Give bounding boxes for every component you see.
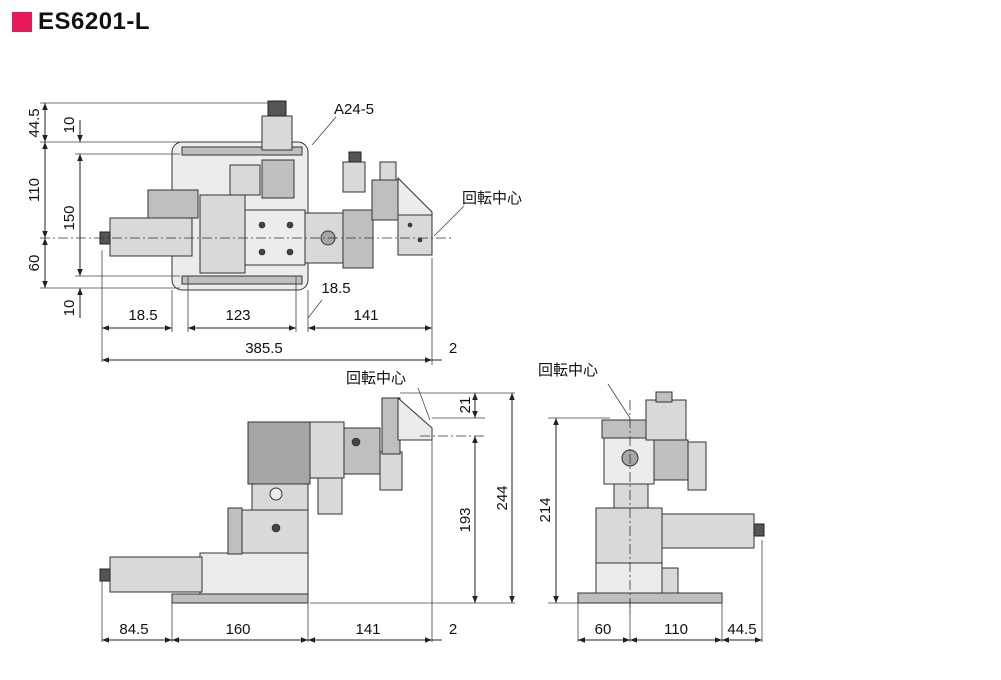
leader-line xyxy=(417,387,431,421)
callout-rotation-center-side: 回転中心 xyxy=(538,362,598,379)
front-upper-dial xyxy=(269,487,283,501)
top-micrometer-body xyxy=(261,115,293,151)
side-goniometer xyxy=(645,399,687,441)
top-stage-hole xyxy=(258,221,266,229)
dim-21: 21 xyxy=(457,397,474,414)
dim-44-5: 44.5 xyxy=(26,108,43,137)
dim-60: 60 xyxy=(26,255,43,272)
top-view: 44.5 10 110 150 60 10 18.5 123 18.5 141 … xyxy=(26,100,522,365)
top-arm-knob-housing xyxy=(379,161,397,181)
side-view: 214 60 110 44.5 回転中心 xyxy=(537,362,765,643)
front-mid-side xyxy=(227,507,243,555)
top-small-actuator xyxy=(342,161,366,193)
top-plate-slot-bottom xyxy=(181,275,303,285)
dim-60-side: 60 xyxy=(595,621,612,638)
top-stage-bracket xyxy=(229,164,261,196)
dim-84-5: 84.5 xyxy=(119,621,148,638)
leader-line xyxy=(311,116,337,146)
top-end-plate xyxy=(397,214,433,256)
top-motor-box xyxy=(147,189,199,219)
top-end-hole xyxy=(417,237,423,243)
side-actuator xyxy=(653,439,689,481)
dim-2: 2 xyxy=(449,340,457,357)
model-number: ES6201-L xyxy=(38,8,151,35)
diagram-title: ES6201-L xyxy=(12,8,150,36)
front-lower-actuator xyxy=(317,477,343,515)
dim-18-5-left: 18.5 xyxy=(128,307,157,324)
side-lower-stage xyxy=(595,562,663,594)
front-motor-knob xyxy=(99,568,111,582)
dim-110-side: 110 xyxy=(664,621,688,638)
dim-141-front: 141 xyxy=(355,621,380,638)
dim-214: 214 xyxy=(537,497,554,522)
top-stage-hole xyxy=(286,221,294,229)
side-lower-block xyxy=(613,483,649,509)
callout-rotation-center-front: 回転中心 xyxy=(346,370,406,387)
front-rotation-housing xyxy=(309,421,345,479)
front-side-actuator xyxy=(379,451,403,491)
top-end-hole xyxy=(407,222,413,228)
leader-line xyxy=(307,299,323,319)
front-motor-housing xyxy=(109,556,203,593)
dim-160: 160 xyxy=(225,621,250,638)
leader-line xyxy=(607,383,631,419)
front-mid-hole xyxy=(271,523,281,533)
front-goniometer-hole xyxy=(351,437,361,447)
side-motor-housing xyxy=(661,513,755,549)
dim-385-5: 385.5 xyxy=(245,340,283,357)
dim-141: 141 xyxy=(353,307,378,324)
top-small-actuator-knob xyxy=(348,151,362,163)
front-view: 21 193 244 84.5 160 141 2 回転中心 xyxy=(99,370,515,643)
callout-a24-5: A24-5 xyxy=(334,101,374,118)
side-lower-side xyxy=(661,567,679,594)
top-stage-center xyxy=(244,209,306,266)
callout-rotation-center-top: 回転中心 xyxy=(462,190,522,207)
leader-line xyxy=(433,205,465,237)
dim-244: 244 xyxy=(494,485,511,510)
top-stage-upper-block xyxy=(261,159,295,199)
top-stage-hole xyxy=(258,248,266,256)
front-vertical-motor xyxy=(247,421,311,485)
side-goniometer-top xyxy=(655,391,673,403)
top-plate-slot-top xyxy=(181,146,303,156)
dim-10-top: 10 xyxy=(61,117,78,134)
title-marker xyxy=(12,12,32,32)
top-stage-hole xyxy=(286,248,294,256)
front-arm-post xyxy=(381,397,401,455)
front-angle-bracket xyxy=(397,396,433,441)
side-mid-stage xyxy=(595,507,663,564)
dim-18-5-right: 18.5 xyxy=(321,280,350,297)
dim-193: 193 xyxy=(457,507,474,532)
top-motor-housing xyxy=(109,217,193,257)
top-micrometer-knob xyxy=(267,100,287,117)
front-goniometer xyxy=(343,427,381,475)
dim-2-front: 2 xyxy=(449,621,457,638)
top-arm-block xyxy=(371,179,401,221)
front-base-plate xyxy=(171,593,309,604)
top-goniometer-block xyxy=(342,209,374,269)
front-lower-stage xyxy=(199,552,309,595)
dim-44-5-side: 44.5 xyxy=(727,621,756,638)
side-base-plate xyxy=(577,592,723,604)
dim-10-bottom: 10 xyxy=(61,300,78,317)
top-stage-left xyxy=(199,194,246,274)
side-motor-knob xyxy=(753,523,765,537)
dim-123: 123 xyxy=(225,307,250,324)
dim-110: 110 xyxy=(26,178,43,202)
dim-150: 150 xyxy=(61,205,78,230)
side-actuator-2 xyxy=(687,441,707,491)
